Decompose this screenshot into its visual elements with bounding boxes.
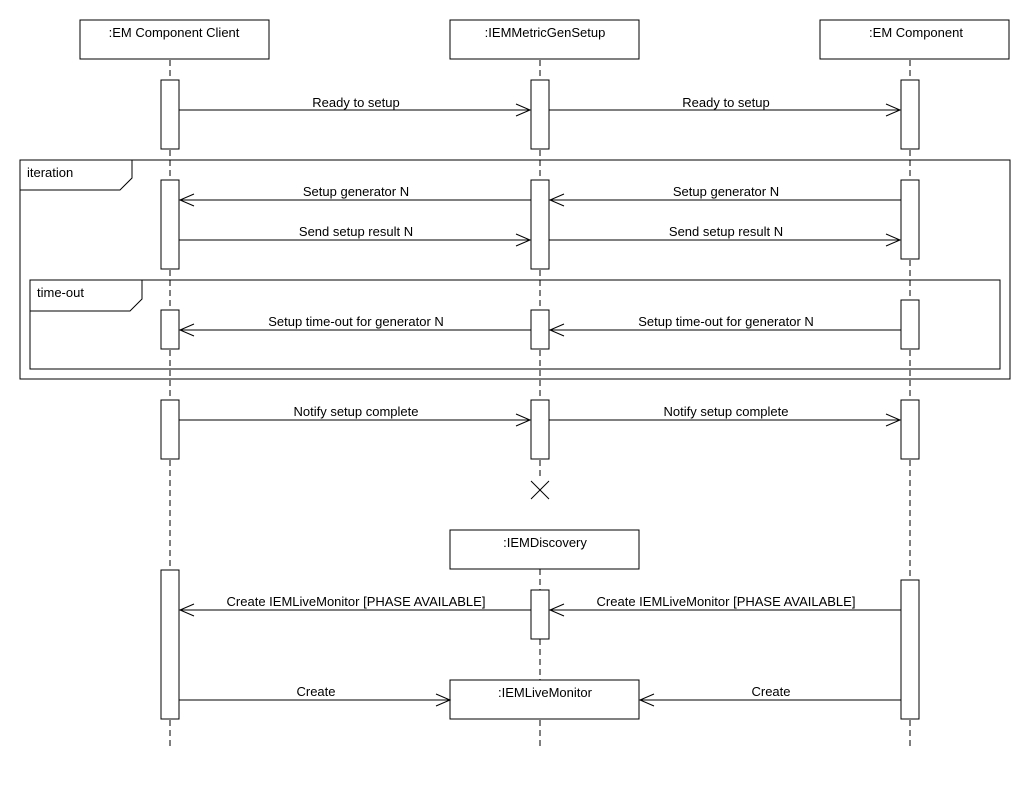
participant-setup: :IEMMetricGenSetup bbox=[449, 19, 640, 60]
message-label: Ready to setup bbox=[312, 95, 399, 110]
participant-client: :EM Component Client bbox=[79, 19, 270, 60]
activation-bar bbox=[160, 179, 180, 270]
fragment-timeout-label: time-out bbox=[37, 285, 84, 300]
participant-setup-label: :IEMMetricGenSetup bbox=[485, 25, 606, 40]
message-label: Setup generator N bbox=[673, 184, 779, 199]
message-label: Create IEMLiveMonitor [PHASE AVAILABLE] bbox=[597, 594, 856, 609]
activation-bar bbox=[900, 79, 920, 150]
message-label: Setup generator N bbox=[303, 184, 409, 199]
message-m4: Setup generator N bbox=[548, 184, 901, 207]
message-m5: Send setup result N bbox=[179, 224, 532, 247]
message-m3: Setup generator N bbox=[178, 184, 531, 207]
message-label: Ready to setup bbox=[682, 95, 769, 110]
message-label: Create bbox=[751, 684, 790, 699]
message-label: Send setup result N bbox=[299, 224, 413, 239]
participant-component-label: :EM Component bbox=[869, 25, 963, 40]
activation-bar bbox=[160, 309, 180, 350]
message-label: Setup time-out for generator N bbox=[268, 314, 444, 329]
fragment-iteration-label: iteration bbox=[27, 165, 73, 180]
activation-bar bbox=[530, 589, 550, 640]
participant-client-label: :EM Component Client bbox=[109, 25, 240, 40]
fragment-iteration: iteration bbox=[19, 159, 1011, 380]
message-label: Setup time-out for generator N bbox=[638, 314, 814, 329]
participant-component: :EM Component bbox=[819, 19, 1010, 60]
activation-bar bbox=[530, 179, 550, 270]
message-label: Send setup result N bbox=[669, 224, 783, 239]
message-m9: Notify setup complete bbox=[179, 404, 532, 427]
activation-bar bbox=[900, 579, 920, 720]
activation-bar bbox=[160, 569, 180, 720]
message-m8: Setup time-out for generator N bbox=[548, 314, 901, 337]
activation-bar bbox=[900, 299, 920, 350]
message-m7: Setup time-out for generator N bbox=[178, 314, 531, 337]
message-label: Notify setup complete bbox=[293, 404, 418, 419]
activations bbox=[160, 79, 920, 720]
activation-bar bbox=[900, 399, 920, 460]
message-m10: Notify setup complete bbox=[549, 404, 902, 427]
message-label: Create IEMLiveMonitor [PHASE AVAILABLE] bbox=[227, 594, 486, 609]
fragment-timeout: time-out bbox=[29, 279, 1001, 370]
message-m14: Create bbox=[638, 684, 901, 707]
participant-discovery: :IEMDiscovery bbox=[449, 529, 640, 570]
message-m6: Send setup result N bbox=[549, 224, 902, 247]
message-m12: Create IEMLiveMonitor [PHASE AVAILABLE] bbox=[548, 594, 901, 617]
activation-bar bbox=[530, 309, 550, 350]
message-m11: Create IEMLiveMonitor [PHASE AVAILABLE] bbox=[178, 594, 531, 617]
activation-bar bbox=[160, 79, 180, 150]
message-m1: Ready to setup bbox=[179, 95, 532, 117]
activation-bar bbox=[160, 399, 180, 460]
participant-discovery-label: :IEMDiscovery bbox=[503, 535, 587, 550]
message-label: Create bbox=[296, 684, 335, 699]
message-label: Notify setup complete bbox=[663, 404, 788, 419]
participant-livemonitor-label: :IEMLiveMonitor bbox=[498, 685, 593, 700]
message-m13: Create bbox=[179, 684, 452, 707]
activation-bar bbox=[530, 79, 550, 150]
message-m2: Ready to setup bbox=[549, 95, 902, 117]
participant-livemonitor: :IEMLiveMonitor bbox=[449, 679, 640, 720]
destroy-mark bbox=[530, 480, 550, 500]
activation-bar bbox=[900, 179, 920, 260]
activation-bar bbox=[530, 399, 550, 460]
